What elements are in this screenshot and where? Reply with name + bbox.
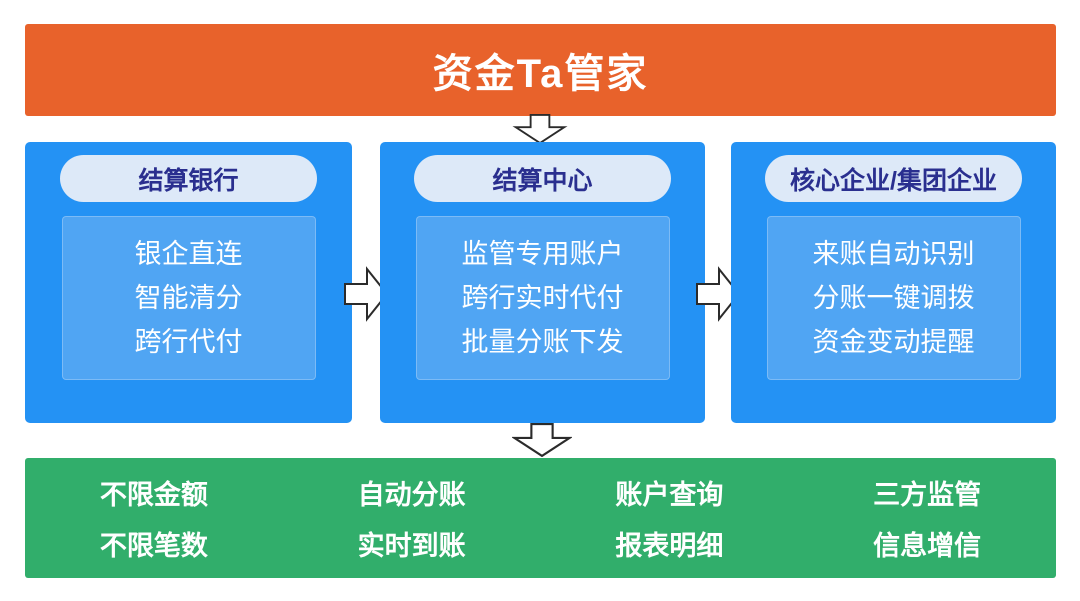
feature-badge: 不限金额 [99, 480, 208, 511]
right-arrow-icon [344, 266, 388, 322]
column-header-pill: 结算银行 [60, 155, 317, 202]
feature-line: 跨行实时代付 [461, 283, 624, 313]
feature-line: 监管专用账户 [461, 239, 624, 269]
feature-line: 批量分账下发 [461, 327, 624, 357]
down-arrow-icon [512, 423, 572, 457]
page-title: 资金Ta管家 [432, 52, 649, 96]
feature-line: 资金变动提醒 [812, 327, 975, 357]
feature-badge: 三方监管 [873, 480, 982, 511]
column-header-label: 核心企业/集团企业 [790, 166, 997, 195]
column-feature-panel: 银企直连 智能清分 跨行代付 [61, 216, 316, 380]
column-header-pill: 核心企业/集团企业 [765, 155, 1022, 202]
column-settlement-bank: 结算银行 银企直连 智能清分 跨行代付 [25, 142, 352, 423]
features-row: 不限笔数 实时到账 报表明细 信息增信 [25, 524, 1056, 563]
column-header-label: 结算银行 [138, 166, 239, 195]
feature-badge: 账户查询 [615, 480, 724, 511]
features-row: 不限金额 自动分账 账户查询 三方监管 [25, 473, 1056, 512]
column-settlement-center: 结算中心 监管专用账户 跨行实时代付 批量分账下发 [380, 142, 705, 423]
column-feature-panel: 来账自动识别 分账一键调拨 资金变动提醒 [766, 216, 1021, 380]
column-core-enterprise: 核心企业/集团企业 来账自动识别 分账一键调拨 资金变动提醒 [731, 142, 1056, 423]
column-header-pill: 结算中心 [414, 155, 671, 202]
feature-line: 智能清分 [134, 283, 243, 313]
feature-badge: 自动分账 [357, 480, 466, 511]
feature-line: 银企直连 [134, 239, 243, 269]
feature-badge: 信息增信 [873, 530, 982, 561]
feature-badge: 实时到账 [357, 530, 466, 561]
feature-line: 来账自动识别 [812, 239, 975, 269]
down-arrow-icon [512, 114, 568, 144]
feature-badge: 不限笔数 [99, 530, 208, 561]
column-header-label: 结算中心 [492, 166, 593, 195]
feature-line: 跨行代付 [134, 327, 243, 357]
column-feature-panel: 监管专用账户 跨行实时代付 批量分账下发 [415, 216, 670, 380]
right-arrow-icon [696, 266, 740, 322]
feature-line: 分账一键调拨 [812, 283, 975, 313]
features-banner: 不限金额 自动分账 账户查询 三方监管 不限笔数 实时到账 报表明细 信息增信 [25, 458, 1056, 578]
feature-badge: 报表明细 [615, 530, 724, 561]
title-banner: 资金Ta管家 [25, 24, 1056, 116]
